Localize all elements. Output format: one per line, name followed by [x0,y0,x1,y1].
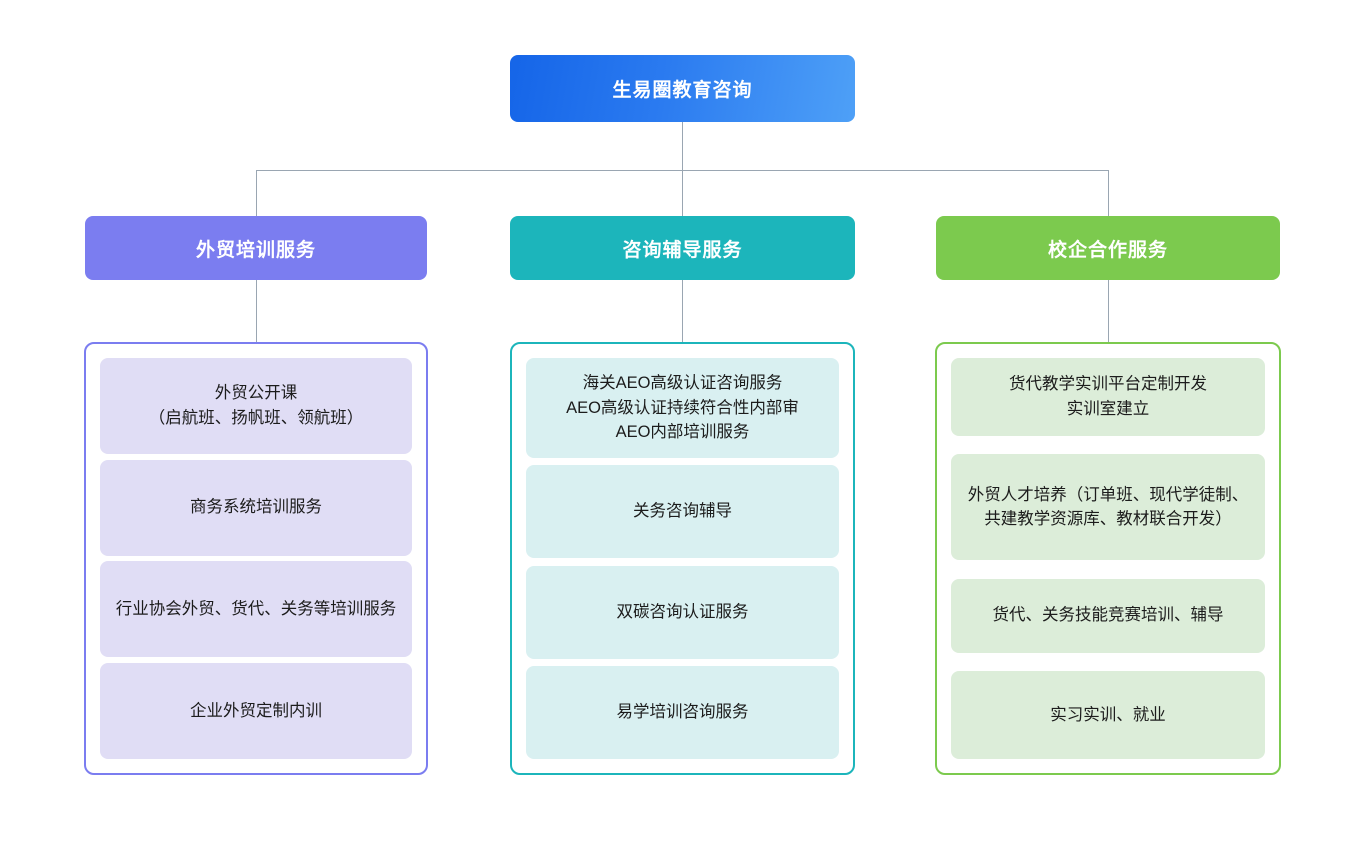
item-card[interactable]: 货代、关务技能竞赛培训、辅导 [951,578,1265,653]
item-card[interactable]: 关务咨询辅导 [526,465,839,559]
column-header-foreign-trade-training[interactable]: 外贸培训服务 [85,216,427,280]
item-card[interactable]: 外贸人才培养（订单班、现代学徒制、共建教学资源库、教材联合开发） [951,454,1265,561]
root-node[interactable]: 生易圈教育咨询 [510,55,855,122]
column-container-school-enterprise-cooperation: 货代教学实训平台定制开发 实训室建立 外贸人才培养（订单班、现代学徒制、共建教学… [935,342,1281,775]
connector-header-2-to-container [682,280,683,342]
column-container-foreign-trade-training: 外贸公开课 （启航班、扬帆班、领航班） 商务系统培训服务 行业协会外贸、货代、关… [84,342,428,775]
connector-branch-3 [1108,170,1109,216]
item-card[interactable]: 行业协会外贸、货代、关务等培训服务 [100,561,412,658]
item-card[interactable]: 货代教学实训平台定制开发 实训室建立 [951,358,1265,436]
item-card[interactable]: 海关AEO高级认证咨询服务 AEO高级认证持续符合性内部审 AEO内部培训服务 [526,358,839,458]
column-container-consulting-tutoring: 海关AEO高级认证咨询服务 AEO高级认证持续符合性内部审 AEO内部培训服务 … [510,342,855,775]
column-header-consulting-tutoring[interactable]: 咨询辅导服务 [510,216,855,280]
connector-header-1-to-container [256,280,257,342]
item-card[interactable]: 双碳咨询认证服务 [526,565,839,659]
connector-root-stem [682,122,683,171]
item-card[interactable]: 易学培训咨询服务 [526,665,839,759]
connector-branch-1 [256,170,257,216]
item-card[interactable]: 实习实训、就业 [951,670,1265,759]
item-card[interactable]: 商务系统培训服务 [100,459,412,556]
item-card[interactable]: 外贸公开课 （启航班、扬帆班、领航班） [100,358,412,454]
column-header-school-enterprise-cooperation[interactable]: 校企合作服务 [936,216,1280,280]
connector-branch-2 [682,170,683,216]
item-card[interactable]: 企业外贸定制内训 [100,662,412,759]
connector-header-3-to-container [1108,280,1109,342]
